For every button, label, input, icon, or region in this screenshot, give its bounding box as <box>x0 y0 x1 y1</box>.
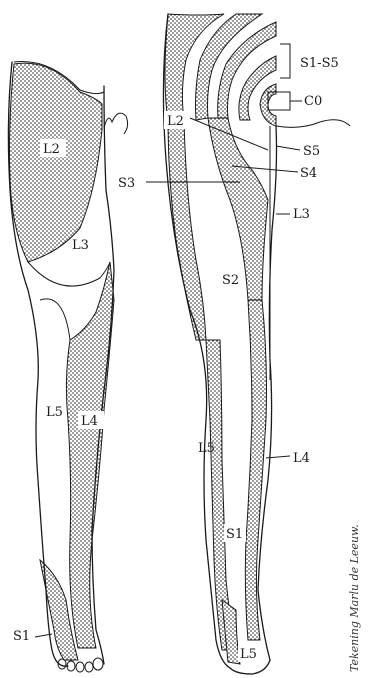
back-label-l5: L5 <box>198 441 215 456</box>
front-label-l3: L3 <box>72 238 89 253</box>
front-knee-line <box>40 299 70 340</box>
front-l3-boundary <box>28 262 110 286</box>
front-toes <box>58 658 103 672</box>
front-label-l5: L5 <box>46 405 63 420</box>
artist-credit: Tekening Marlu de Leeuw. <box>348 524 361 672</box>
back-label-l5-foot: L5 <box>240 647 257 662</box>
back-label-s3: S3 <box>118 176 135 191</box>
back-band-1 <box>165 14 224 120</box>
back-heel-region <box>222 600 240 664</box>
back-label-l3: L3 <box>293 207 310 222</box>
back-label-s4: S4 <box>300 166 317 181</box>
back-s1-s5-bracket <box>280 44 290 78</box>
back-label-l4: L4 <box>293 451 310 466</box>
front-label-l2: L2 <box>43 142 60 157</box>
back-label-s5: S5 <box>303 144 320 159</box>
back-calf-strip <box>206 340 236 650</box>
back-label-s1: S1 <box>226 527 243 542</box>
front-leg-view: L2 L3 L4 L5 S1 <box>8 62 127 672</box>
front-label-l4: L4 <box>81 414 98 429</box>
back-lateral-strip <box>245 300 266 640</box>
front-l4-region <box>66 262 114 648</box>
front-label-s1: S1 <box>13 629 30 644</box>
back-label-s1-s5: S1-S5 <box>300 56 339 71</box>
back-label-c0: C0 <box>304 94 322 109</box>
back-label-l2: L2 <box>167 114 184 129</box>
back-leg-view: S1-S5 C0 L2 S5 S3 S4 L3 S2 L5 L4 S1 L5 <box>118 14 350 674</box>
back-s5-pointer <box>276 146 300 150</box>
back-gluteal-fold <box>276 120 350 128</box>
front-genital-mark <box>104 113 128 134</box>
back-label-s2: S2 <box>222 273 239 288</box>
